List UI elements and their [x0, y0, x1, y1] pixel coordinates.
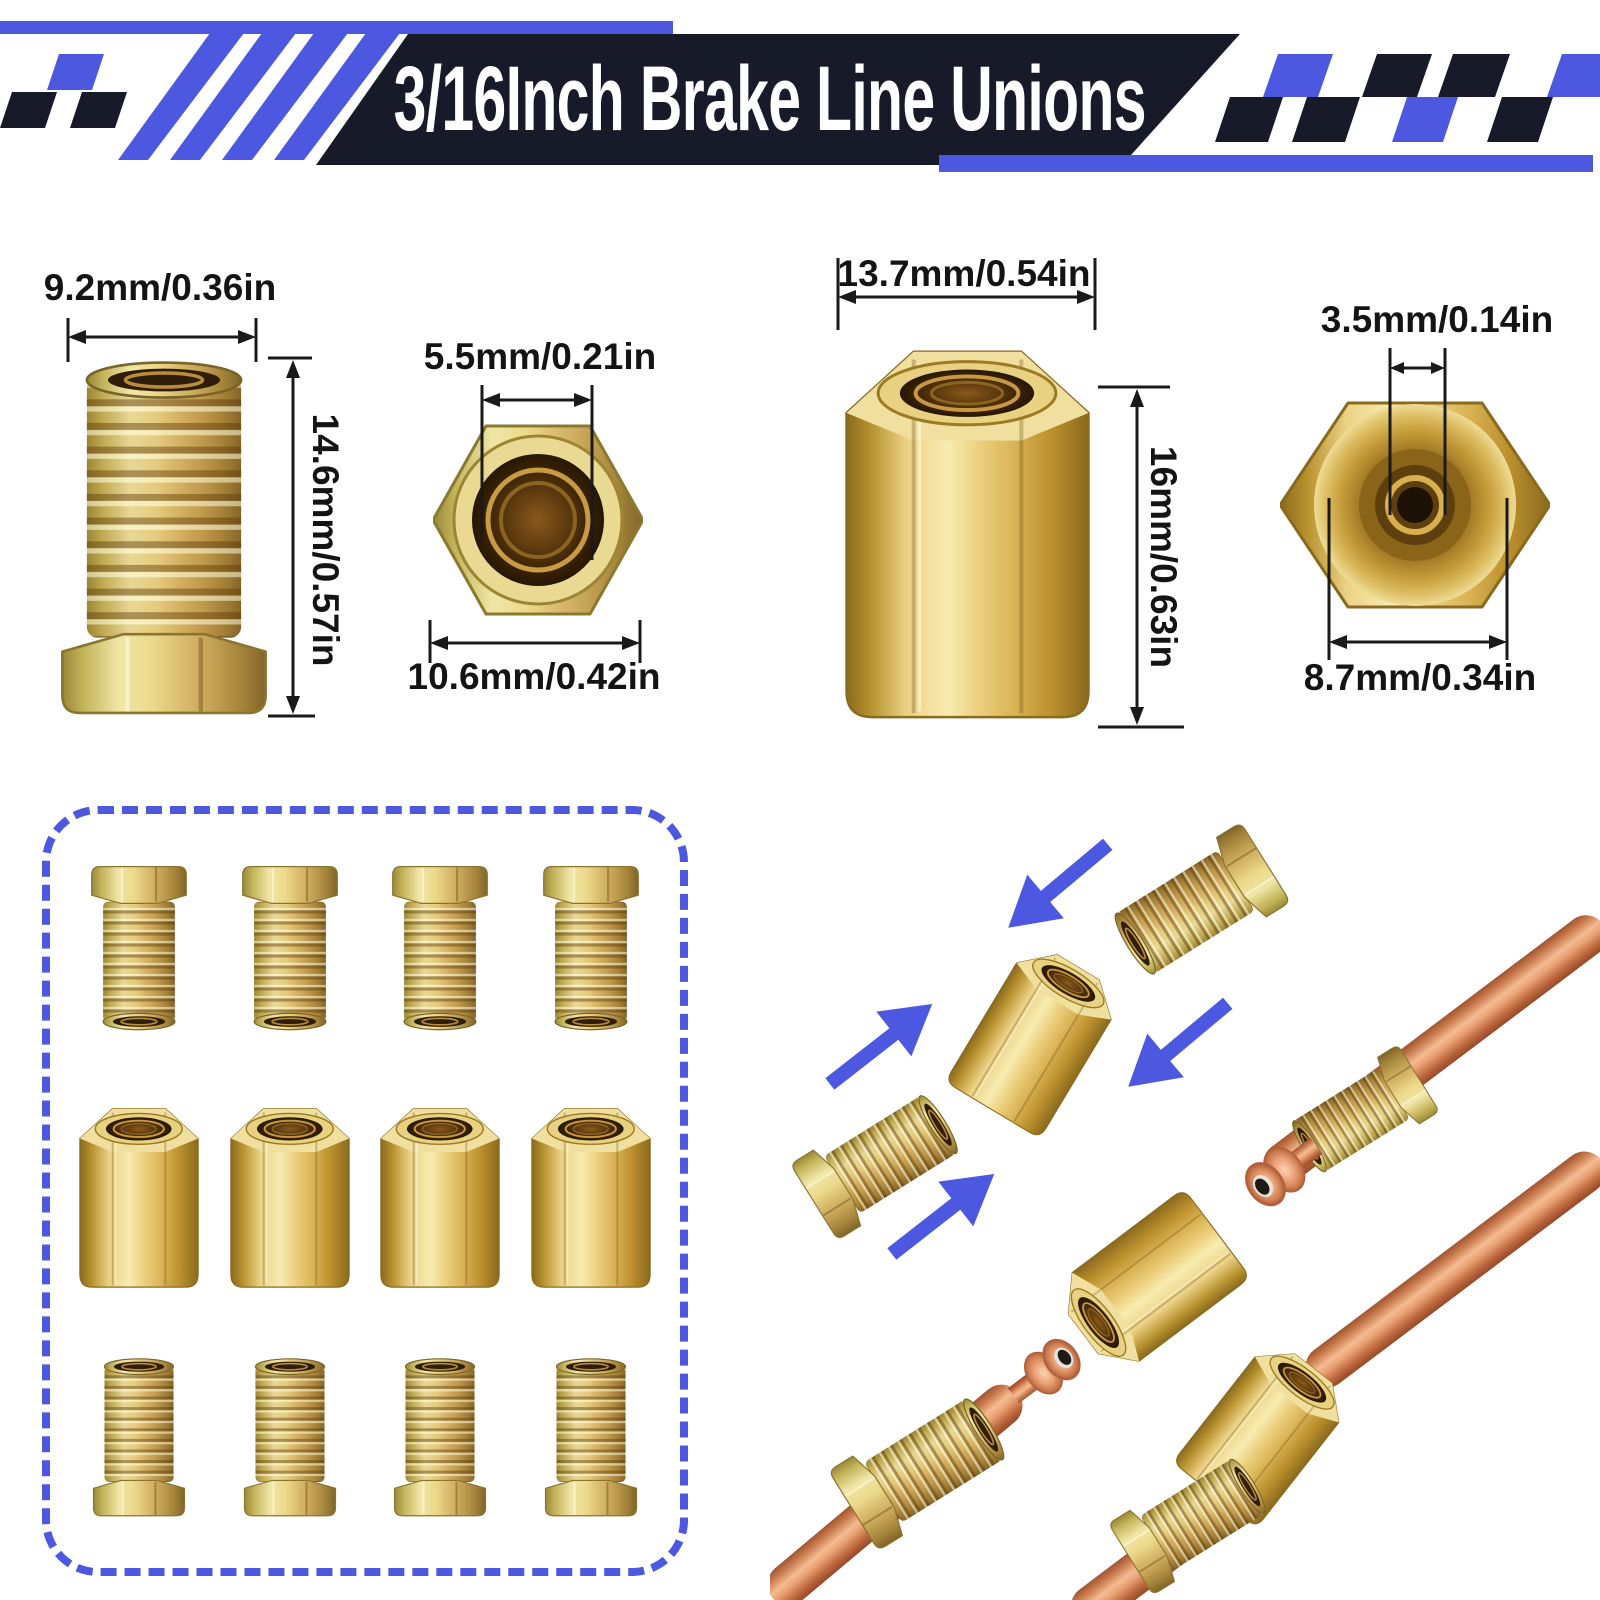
dimension-lines: [66, 258, 1509, 729]
kit-flare-nut: [237, 863, 343, 1035]
banner-plate: [316, 34, 1240, 165]
kit-flare-nut: [387, 863, 493, 1035]
banner-decoration: [0, 21, 1600, 172]
kit-union: [75, 1098, 203, 1291]
union-exploded: [944, 938, 1127, 1140]
dim-nut-flats-line: [428, 620, 642, 663]
dim-label-nut-width: 9.2mm/0.36in: [43, 267, 277, 308]
dim-union-width-line: [836, 258, 1097, 330]
dim-nut-bore-line: [480, 385, 594, 560]
dim-label-union-bore: 3.5mm/0.14in: [1320, 299, 1554, 340]
dim-nut-height-line: [268, 356, 315, 718]
kit-row-nuts-threads-up: [64, 1354, 666, 1519]
assembled-joint: [1070, 1151, 1600, 1600]
dim-union-flats-line: [1327, 498, 1509, 660]
kit-flare-nut: [540, 1354, 642, 1519]
dim-union-bore-line: [1388, 348, 1447, 515]
dim-nut-width-line: [66, 318, 258, 362]
banner-left-checker-icon: [0, 54, 127, 128]
kit-flare-nut: [86, 863, 192, 1035]
nut-exploded-top: [1102, 821, 1292, 989]
dim-label-nut-height: 14.6mm/0.57in: [305, 413, 346, 667]
copper-line-upper: [1235, 915, 1600, 1216]
dim-label-union-flats: 8.7mm/0.34in: [1303, 657, 1537, 698]
arrow-up-right-icon: [812, 981, 950, 1107]
dim-label-union-width: 13.7mm/0.54in: [837, 253, 1091, 294]
banner-bottom-bar: [939, 155, 1593, 172]
banner-top-bar: [0, 21, 673, 34]
dim-union-height-line: [1098, 385, 1184, 729]
dim-label-nut-bore: 5.5mm/0.21in: [423, 336, 657, 377]
arrow-down-left-icon: [989, 822, 1127, 950]
kit-row-nuts-hex-up: [64, 863, 666, 1035]
kit-union: [527, 1098, 655, 1291]
dim-label-union-height: 16mm/0.63in: [1143, 445, 1184, 669]
copper-line-lower: [770, 1330, 1090, 1600]
kit-flare-nut: [239, 1354, 341, 1519]
arrow-down-left-icon: [1109, 981, 1247, 1109]
dim-label-nut-flats: 10.6mm/0.42in: [407, 656, 661, 697]
banner-right-checker-icon: [1215, 54, 1600, 142]
kit-union: [376, 1098, 504, 1291]
assembly-diagram: [770, 821, 1600, 1600]
kit-row-unions: [64, 1098, 666, 1291]
banner-speed-stripes-icon: [118, 33, 400, 160]
kit-flare-nut: [88, 1354, 190, 1519]
kit-union: [226, 1098, 354, 1291]
kit-flare-nut: [538, 863, 644, 1035]
kit-contents-box: [42, 806, 688, 1576]
kit-flare-nut: [389, 1354, 491, 1519]
union-awaiting-line: [1048, 1187, 1252, 1380]
